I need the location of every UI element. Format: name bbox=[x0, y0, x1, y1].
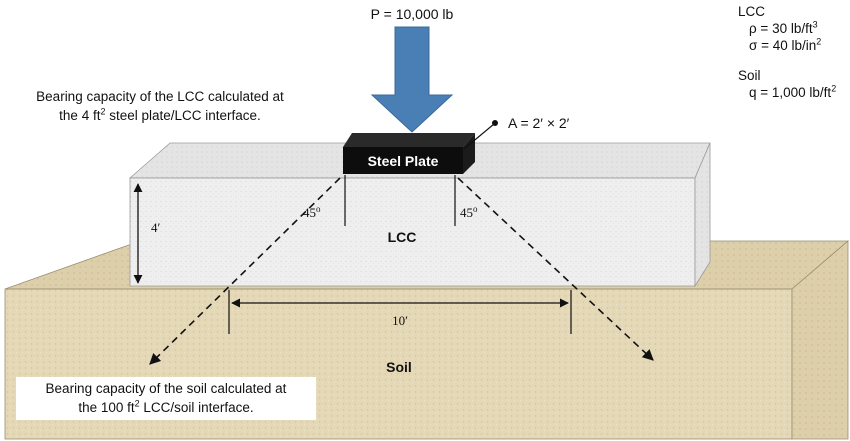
steel-plate-label: Steel Plate bbox=[368, 153, 439, 169]
height-label: 4′ bbox=[151, 220, 161, 235]
lcc-bearing-caption: Bearing capacity of the LCC calculated a… bbox=[36, 89, 284, 123]
load-arrow bbox=[370, 26, 454, 133]
spread-line-right bbox=[457, 177, 654, 361]
soil-bearing-caption: Bearing capacity of the soil calculated … bbox=[16, 377, 316, 420]
angle-left-label: 45o bbox=[303, 204, 321, 220]
lcc-density: ρ = 30 lb/ft3 bbox=[749, 19, 818, 36]
lcc-strength: σ = 40 lb/in2 bbox=[749, 36, 822, 53]
width-label: 10′ bbox=[392, 313, 408, 328]
steel-plate: Steel Plate bbox=[343, 133, 475, 174]
material-properties: LCC ρ = 30 lb/ft3 σ = 40 lb/in2 Soil q =… bbox=[738, 3, 836, 101]
load-label: P = 10,000 lb bbox=[371, 6, 454, 22]
spread-line-left bbox=[149, 177, 341, 365]
soil-label: Soil bbox=[386, 359, 412, 375]
angle-right-label: 45o bbox=[460, 204, 478, 220]
lcc-properties-heading: LCC bbox=[738, 4, 766, 19]
soil-properties-heading: Soil bbox=[738, 68, 761, 83]
plate-area-label: A = 2′ × 2′ bbox=[508, 115, 570, 131]
area-leader bbox=[463, 120, 498, 150]
lcc-label: LCC bbox=[388, 229, 417, 245]
soil-bearing-value: q = 1,000 lb/ft2 bbox=[749, 83, 837, 100]
